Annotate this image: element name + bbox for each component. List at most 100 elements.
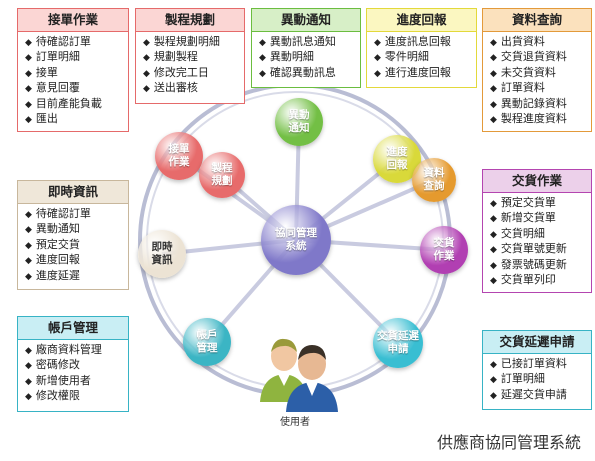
box-ops: 交貨作業 ◆預定交貨單◆新增交貨單◆交貨明細◆交貨單號更新◆發票號碼更新◆交貨單…	[482, 169, 592, 293]
center-node-label: 協同管理 系統	[275, 227, 317, 252]
diamond-bullet-icon: ◆	[374, 68, 381, 79]
box-delay-item: ◆已接訂單資料	[490, 357, 591, 372]
box-account-title: 帳戶管理	[18, 317, 128, 340]
box-query-item: ◆異動記錄資料	[490, 97, 591, 112]
box-query-item-text: 訂單資料	[500, 81, 545, 95]
box-ops-item: ◆新增交貨單	[490, 211, 591, 226]
node-delay: 交貨延遲 申請	[373, 318, 423, 368]
box-info-item: ◆預定交貨	[25, 238, 128, 253]
diamond-bullet-icon: ◆	[490, 360, 497, 370]
diamond-bullet-icon: ◆	[25, 38, 32, 48]
node-query: 資料 查詢	[412, 158, 456, 202]
box-progress-item-text: 進度訊息回報	[384, 35, 451, 48]
diamond-bullet-icon: ◆	[143, 84, 150, 95]
center-node: 協同管理 系統	[261, 205, 331, 275]
node-notify-label: 異動 通知	[288, 109, 310, 134]
diamond-bullet-icon: ◆	[259, 68, 266, 79]
box-query-item: ◆未交貨資料	[490, 66, 591, 81]
diamond-bullet-icon: ◆	[490, 115, 497, 126]
diamond-bullet-icon: ◆	[490, 99, 497, 110]
box-query-item-text: 出貨資料	[500, 35, 545, 48]
box-order-item: ◆訂單明細	[25, 50, 128, 65]
node-account-label: 帳戶 管理	[196, 329, 218, 354]
box-query-item-text: 異動記錄資料	[500, 96, 567, 110]
box-notify-item: ◆異動訊息通知	[259, 35, 360, 50]
box-order-title: 接單作業	[18, 9, 128, 32]
box-order-item: ◆待確認訂單	[25, 35, 128, 50]
box-order-item: ◆匯出	[25, 112, 128, 127]
diamond-bullet-icon: ◆	[259, 53, 266, 64]
node-order-label: 接單 作業	[168, 143, 190, 168]
box-account-item: ◆廠商資料管理	[25, 343, 128, 358]
diamond-bullet-icon: ◆	[374, 53, 381, 64]
node-progress-label: 進度 回報	[386, 146, 408, 171]
node-ops-label: 交貨 作業	[433, 237, 455, 262]
diagram-caption: 供應商協同管理系統	[436, 433, 581, 452]
diamond-bullet-icon: ◆	[490, 390, 497, 401]
diamond-bullet-icon: ◆	[490, 38, 497, 48]
box-query-item-text: 製程進度資料	[500, 112, 567, 126]
box-notify-title: 異動通知	[252, 9, 360, 32]
box-account: 帳戶管理 ◆廠商資料管理◆密碼修改◆新增使用者◆修改權限	[17, 316, 129, 412]
box-notify-item-text: 確認異動訊息	[269, 65, 336, 79]
box-query-list: ◆出貨資料◆交貨退貨資料◆未交貨資料◆訂單資料◆異動記錄資料◆製程進度資料	[483, 32, 591, 127]
box-delay-item-text: 訂單明細	[500, 372, 545, 386]
diamond-bullet-icon: ◆	[490, 229, 497, 240]
box-query-item: ◆交貨退貨資料	[490, 50, 591, 65]
box-account-item: ◆密碼修改	[25, 358, 128, 373]
box-account-item: ◆修改權限	[25, 389, 128, 404]
box-ops-item-text: 交貨單號更新	[500, 242, 567, 256]
box-info-item-text: 進度延遲	[35, 268, 80, 282]
diamond-bullet-icon: ◆	[490, 375, 497, 386]
diamond-bullet-icon: ◆	[25, 115, 32, 126]
box-info-item: ◆異動通知	[25, 222, 128, 237]
box-plan-item-text: 送出審核	[153, 81, 198, 95]
diamond-bullet-icon: ◆	[25, 346, 32, 356]
box-delay-item-text: 已接訂單資料	[500, 357, 567, 370]
box-ops-item-text: 新增交貨單	[500, 211, 556, 225]
box-notify-item-text: 異動訊息通知	[269, 35, 336, 48]
box-delay-item: ◆延遲交貨申請	[490, 388, 591, 403]
box-account-list: ◆廠商資料管理◆密碼修改◆新增使用者◆修改權限	[18, 340, 128, 405]
box-query: 資料查詢 ◆出貨資料◆交貨退貨資料◆未交貨資料◆訂單資料◆異動記錄資料◆製程進度…	[482, 8, 592, 132]
box-order-item-text: 接單	[35, 65, 58, 79]
user-right-figure	[286, 345, 338, 412]
diamond-bullet-icon: ◆	[490, 276, 497, 287]
diamond-bullet-icon: ◆	[25, 392, 32, 403]
box-plan-item-text: 修改完工日	[153, 65, 209, 79]
box-ops-item-text: 預定交貨單	[500, 196, 556, 209]
box-progress-item: ◆零件明細	[374, 50, 476, 65]
diamond-bullet-icon: ◆	[143, 53, 150, 64]
box-info: 即時資訊 ◆待確認訂單◆異動通知◆預定交貨◆進度回報◆進度延遲	[17, 180, 129, 290]
diamond-bullet-icon: ◆	[490, 53, 497, 64]
box-query-item-text: 交貨退貨資料	[500, 50, 567, 64]
box-ops-item-text: 發票號碼更新	[500, 257, 567, 271]
user-label: 使用者	[280, 417, 310, 428]
box-plan-item-text: 規劃製程	[153, 50, 198, 64]
box-order-item-text: 待確認訂單	[35, 35, 91, 48]
box-info-item-text: 進度回報	[35, 253, 80, 267]
box-account-item-text: 廠商資料管理	[35, 343, 102, 356]
diamond-bullet-icon: ◆	[143, 38, 150, 48]
box-plan-item: ◆送出審核	[143, 81, 244, 96]
box-progress-item: ◆進度訊息回報	[374, 35, 476, 50]
node-order: 接單 作業	[155, 132, 203, 180]
box-delay-item-text: 延遲交貨申請	[500, 387, 567, 401]
box-order-item: ◆意見回覆	[25, 81, 128, 96]
diamond-bullet-icon: ◆	[490, 68, 497, 79]
box-order-item-text: 匯出	[35, 112, 58, 126]
diamond-bullet-icon: ◆	[490, 260, 497, 271]
diamond-bullet-icon: ◆	[25, 271, 32, 282]
box-query-item: ◆出貨資料	[490, 35, 591, 50]
diamond-bullet-icon: ◆	[490, 214, 497, 225]
box-delay-item: ◆訂單明細	[490, 372, 591, 387]
diamond-bullet-icon: ◆	[25, 376, 32, 387]
box-order-item-text: 意見回覆	[35, 81, 80, 95]
box-ops-item: ◆交貨單列印	[490, 273, 591, 288]
box-query-item-text: 未交貨資料	[500, 65, 556, 79]
node-progress: 進度 回報	[373, 135, 421, 183]
node-info-label: 即時 資訊	[151, 241, 173, 266]
box-ops-item: ◆交貨明細	[490, 227, 591, 242]
box-account-item-text: 修改權限	[35, 389, 80, 403]
box-plan-item: ◆修改完工日	[143, 66, 244, 81]
